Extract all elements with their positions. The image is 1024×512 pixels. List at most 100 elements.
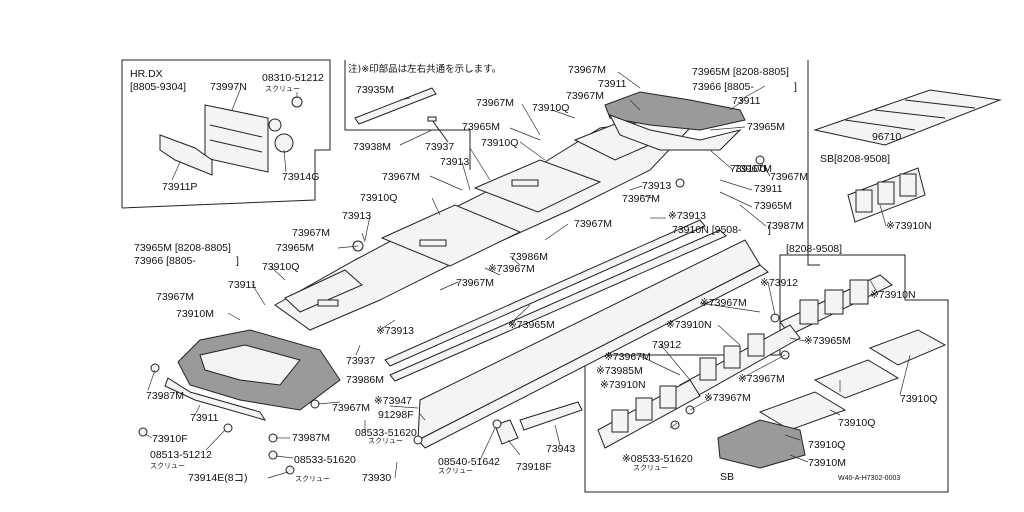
hr-dx-panel (204, 104, 269, 173)
part-label: 73937 (425, 141, 454, 153)
part-label: 73910Q (481, 137, 518, 149)
part-label: 08533-51620 (355, 427, 417, 439)
part-label: ※73910N (870, 289, 916, 301)
part-label: 73910Q (532, 102, 569, 114)
part-label: 73911 (754, 183, 783, 195)
part-label: ※73910N (886, 220, 932, 232)
part-label: ※73910N (666, 319, 712, 331)
part-label: 73966 [8805- (692, 81, 754, 93)
part-label: 91298F (378, 409, 414, 421)
part-label: 73913 (642, 180, 671, 192)
part-label: 73967M (568, 64, 606, 76)
part-label: 73967M (382, 171, 420, 183)
part-label: ※73967M (488, 263, 535, 275)
part-label: ※73967M (604, 351, 651, 363)
part-label: 73965M [8208-8805] (692, 66, 789, 78)
part-label: 73965M (754, 200, 792, 212)
part-label: 73967M (622, 193, 660, 205)
note-box (344, 60, 471, 170)
side-rail-2 (389, 229, 727, 382)
part-label: 73965M (276, 242, 314, 254)
part-label: 73935M (356, 84, 394, 96)
part-label: ※73913 (668, 210, 706, 222)
sb-top-panel (813, 89, 1002, 146)
part-label: 08310-51212 (262, 72, 324, 84)
part-label: 73910U (730, 163, 767, 175)
part-label: 73911 (732, 95, 761, 107)
part-label: 96710 (872, 131, 901, 143)
part-label: 73967M (292, 227, 330, 239)
part-label: ※73913 (376, 325, 414, 337)
sb-top-title: SB[8208-9508] (820, 153, 890, 165)
hr-dx-range: [8805-9304] (130, 81, 186, 93)
part-label: 73913 (342, 210, 371, 222)
part-label: 73918F (516, 461, 552, 473)
part-label: 08533-51620 (294, 454, 356, 466)
part-label: 08513-51212 (150, 449, 212, 461)
sb-rail-upper (779, 274, 893, 336)
leader-lines (144, 71, 911, 479)
part-label: 73966 [8805- (134, 255, 196, 267)
part-label: 73938M (353, 141, 391, 153)
part-label: ※73965M (508, 319, 555, 331)
sb-rail-lower (597, 379, 701, 449)
side-rail-long (417, 239, 769, 449)
part-label: 73986M (510, 251, 548, 263)
sb-lining-panels (758, 329, 947, 431)
part-label: ※73967M (704, 392, 751, 404)
part-label: 73943 (546, 443, 575, 455)
part-label: 73910M (176, 308, 214, 320)
screw-label: スクリュー (265, 85, 300, 93)
hr-dx-title: HR.DX (130, 68, 163, 80)
part-label: 73910Q (900, 393, 937, 405)
part-label: 73967M (476, 97, 514, 109)
screw-label: スクリュー (633, 464, 668, 472)
part-label: 73965M (747, 121, 785, 133)
part-label: 73987M (292, 432, 330, 444)
part-label: ※73967M (700, 297, 747, 309)
sb-bottom-range: [8208-9508] (786, 243, 842, 255)
part-label: 73965M (462, 121, 500, 133)
part-label: 73967M (156, 291, 194, 303)
part-label: ※73910N (600, 379, 646, 391)
part-label: 73910Q (838, 417, 875, 429)
part-label: 73913 (440, 156, 469, 168)
common-parts-note: 注)※印部品は左右共通を示します。 (348, 63, 501, 75)
hr-dx-box (121, 59, 331, 209)
roof-bow-rear (604, 91, 746, 151)
part-label: 73911P (162, 181, 197, 193)
screw-label: スクリュー (150, 462, 185, 470)
part-label: ※73985M (596, 365, 643, 377)
part-label: 08540-51642 (438, 456, 500, 468)
screw-label: スクリュー (368, 437, 403, 445)
part-label: 73986M (346, 374, 384, 386)
part-label: 73987M (766, 220, 804, 232)
part-label: 73910N [9508- (672, 224, 742, 236)
strip-73935M (354, 87, 437, 125)
part-label: 73910Q (808, 439, 845, 451)
part-label: 73910M (808, 457, 846, 469)
part-label: ※73965M (804, 335, 851, 347)
screw-label: スクリュー (438, 467, 473, 475)
part-label: 73930 (362, 472, 391, 484)
sb-top-box (807, 60, 820, 266)
part-label: 73967M (332, 402, 370, 414)
part-label: ※08533-51620 (622, 453, 693, 465)
screw-label: スクリュー (295, 475, 330, 483)
pin-73938M (427, 116, 449, 143)
part-label: ※73947 (374, 395, 412, 407)
part-label: 73967M (566, 90, 604, 102)
part-label: 73967M (456, 277, 494, 289)
part-label: 73967M (734, 163, 772, 175)
sb-top-window (847, 167, 926, 223)
part-label: 73914E(8コ) (188, 472, 248, 484)
hr-dx-bracket (159, 134, 213, 176)
diagram-code: W40-A-H7302-0003 (838, 475, 900, 482)
part-label: ] (768, 224, 771, 236)
part-label: ] (236, 255, 239, 267)
part-label: 73911 (228, 279, 257, 291)
part-label: 73937 (346, 355, 375, 367)
part-label: 73911 (598, 78, 627, 90)
part-label: 73997N (210, 81, 247, 93)
